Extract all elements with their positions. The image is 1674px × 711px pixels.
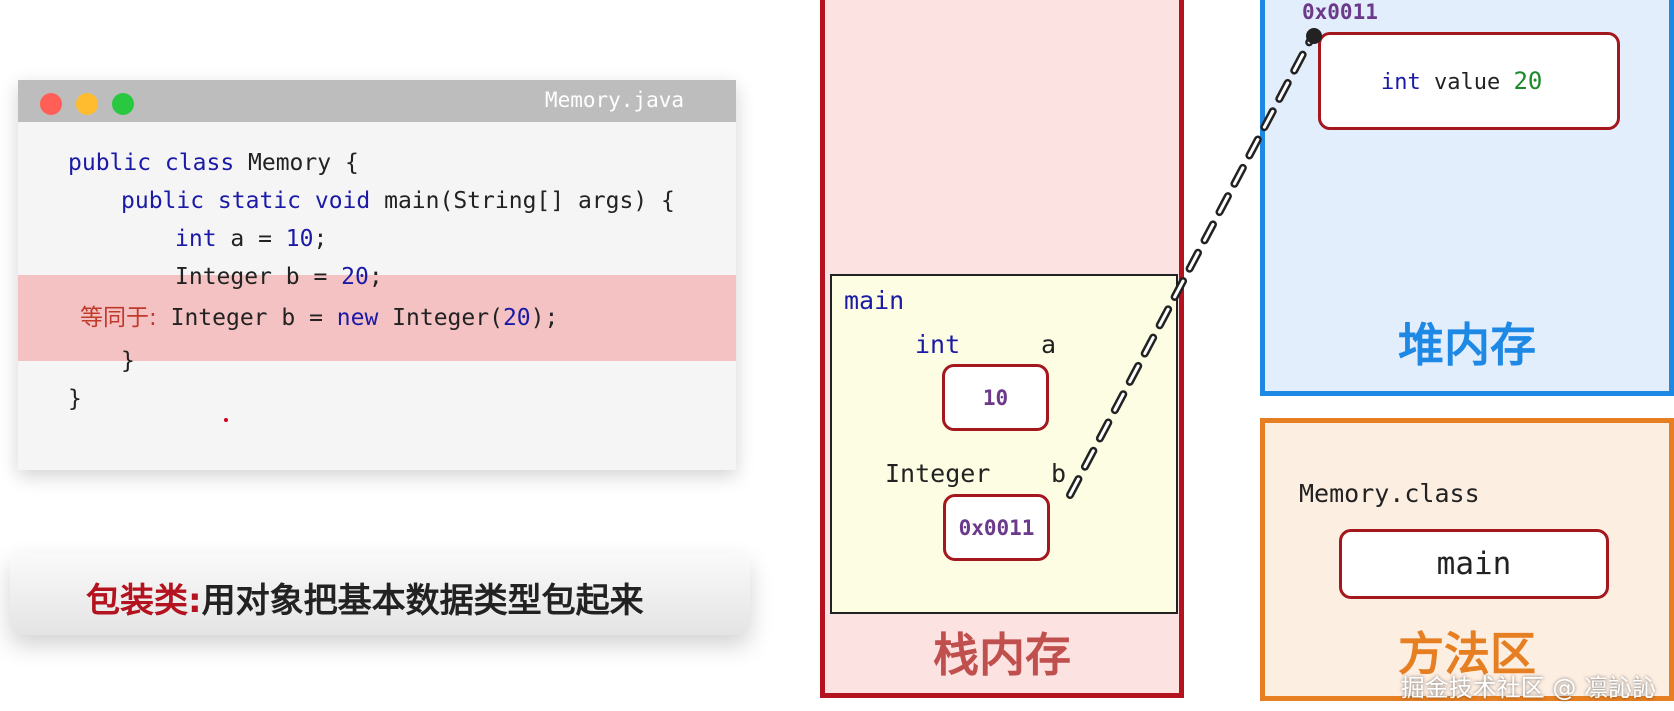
field-type: int — [1381, 70, 1421, 95]
object-field: int value 20 — [1381, 67, 1542, 95]
window-title-bar: Memory.java — [18, 80, 736, 122]
code-text: ); — [530, 305, 559, 331]
code-text: Memory { — [234, 150, 359, 176]
keyword: public static void — [121, 188, 371, 214]
code-text: Integer( — [378, 305, 503, 331]
code-text: Integer b = — [175, 264, 342, 290]
code-window: Memory.java public class Memory { public… — [18, 80, 736, 470]
code-line-2: public static void main(String[] args) { — [121, 188, 675, 214]
code-line-4: Integer b = 20; — [175, 264, 383, 290]
method-area-label: 方法区 — [1398, 627, 1536, 681]
heap-object-address: 0x0011 — [1302, 0, 1378, 24]
frame-name: main — [844, 286, 905, 315]
maximize-window-icon[interactable] — [112, 93, 134, 115]
stack-memory-label: 栈内存 — [933, 628, 1071, 682]
var-a-name: a — [1041, 330, 1057, 359]
number-literal: 10 — [285, 226, 314, 252]
code-line-1: public class Memory { — [68, 150, 359, 176]
number-literal: 20 — [502, 305, 531, 331]
var-a-type: int — [915, 330, 961, 359]
cursor-dot — [224, 418, 228, 422]
heap-memory-label: 堆内存 — [1398, 318, 1536, 372]
minimize-window-icon[interactable] — [76, 93, 98, 115]
caption-text: 包装类:用对象把基本数据类型包起来 — [86, 573, 644, 622]
field-name: value — [1434, 70, 1501, 95]
class-name: Memory.class — [1299, 479, 1480, 508]
equivalent-note: 等同于: — [80, 305, 157, 331]
code-text: ; — [313, 226, 328, 252]
caption-key: 包装类: — [86, 581, 202, 621]
main-stack-frame: main int a 10 Integer b 0x0011 — [830, 274, 1178, 614]
field-value: 20 — [1513, 67, 1543, 95]
highlighted-lines — [18, 275, 736, 361]
var-b-name: b — [1051, 459, 1067, 488]
code-line-3: int a = 10; — [175, 226, 327, 252]
code-text: main(String[] args) { — [370, 188, 675, 214]
integer-object-box: int value 20 — [1318, 32, 1620, 130]
caption-bar: 包装类:用对象把基本数据类型包起来 — [10, 553, 750, 635]
method-area: Memory.class main 方法区 — [1260, 418, 1674, 701]
file-name: Memory.java — [544, 88, 684, 112]
keyword: public class — [68, 150, 235, 176]
number-literal: 20 — [341, 264, 369, 290]
code-text: a = — [216, 226, 286, 252]
var-b-type: Integer — [885, 459, 991, 488]
var-b-value-box: 0x0011 — [943, 494, 1050, 561]
code-text: Integer b = — [156, 305, 337, 331]
var-a-value-box: 10 — [942, 364, 1049, 431]
keyword: int — [175, 226, 217, 252]
code-line-6: } — [121, 348, 135, 374]
keyword: new — [336, 305, 379, 331]
watermark: 掘金技术社区 @ 凛訫訫 — [1400, 674, 1656, 702]
code-line-7: } — [68, 386, 82, 412]
close-window-icon[interactable] — [40, 93, 62, 115]
code-text: ; — [368, 264, 383, 290]
code-line-5: 等同于: Integer b = new Integer(20); — [80, 298, 558, 332]
caption-description: 用对象把基本数据类型包起来 — [201, 581, 644, 621]
method-box: main — [1339, 529, 1609, 599]
